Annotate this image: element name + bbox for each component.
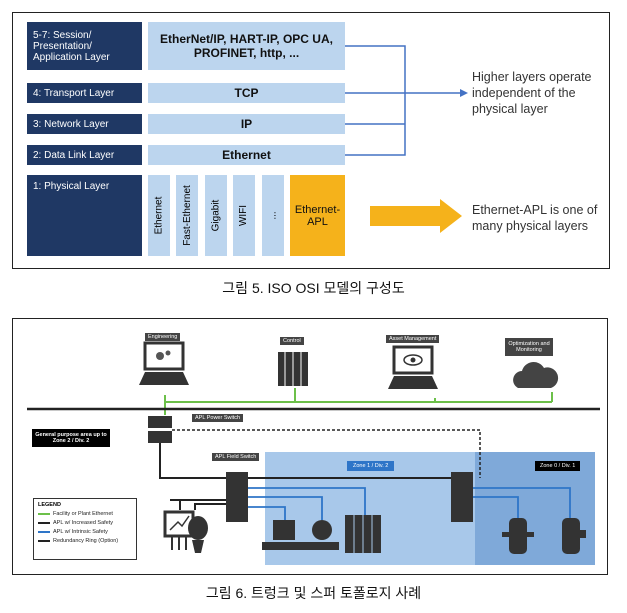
legend-item: Facility or Plant Ethernet — [38, 511, 132, 517]
legend-label: Redundancy Ring (Option) — [53, 538, 119, 544]
label-field-switch: APL Field Switch — [212, 453, 260, 461]
orange-arrow — [370, 199, 462, 233]
protocol-application: EtherNet/IP, HART-IP, OPC UA, PROFINET, … — [148, 22, 345, 70]
layer-label: 5-7: Session/ Presentation/ Application … — [33, 29, 110, 63]
label-control: Control — [280, 337, 304, 345]
note-apl: Ethernet-APL is one of many physical lay… — [472, 203, 598, 233]
protocol-label: EtherNet/IP, HART-IP, OPC UA, PROFINET, … — [160, 32, 333, 60]
layer-transport: 4: Transport Layer — [27, 83, 142, 103]
layer-datalink: 2: Data Link Layer — [27, 145, 142, 165]
legend-title: LEGEND — [38, 502, 61, 508]
label-power-switch: APL Power Switch — [192, 414, 244, 422]
layer-label: 3: Network Layer — [33, 118, 109, 130]
legend-item: APL w/ Intrinsic Safety — [38, 529, 132, 535]
protocol-label: TCP — [234, 86, 259, 100]
arrow-head — [460, 89, 468, 97]
bracket-arrows — [345, 45, 468, 233]
phy-label: Ethernet-APL — [294, 203, 341, 228]
legend-item: Redundancy Ring (Option) — [38, 538, 132, 544]
label-zone0: Zone 0 / Div. 1 — [535, 461, 581, 471]
protocol-ethernet: Ethernet — [148, 145, 345, 165]
phy-fast-ethernet: Fast-Ethernet — [176, 175, 198, 256]
general-purpose-area: General purpose area up to Zone 2 / Div.… — [32, 429, 110, 447]
protocol-tcp: TCP — [148, 83, 345, 103]
layer-application: 5-7: Session/ Presentation/ Application … — [27, 22, 142, 70]
protocol-label: IP — [240, 117, 253, 131]
phy-gigabit: Gigabit — [205, 175, 227, 256]
legend-item: APL w/ Increased Safety — [38, 520, 132, 526]
label-optimization: Optimization and Monitoring — [505, 338, 553, 356]
phy-wifi: WIFI — [233, 175, 255, 256]
legend-label: Facility or Plant Ethernet — [53, 511, 113, 517]
note-higher-layers: Higher layers operate independent of the… — [472, 70, 592, 116]
layer-network: 3: Network Layer — [27, 114, 142, 134]
label-asset-management: Asset Management — [386, 335, 440, 343]
layer-label: 1: Physical Layer — [33, 181, 110, 192]
protocol-label: Ethernet — [222, 148, 271, 162]
phy-more: ... — [262, 175, 284, 256]
legend: LEGEND Facility or Plant Ethernet APL w/… — [33, 498, 137, 560]
layer-physical: 1: Physical Layer — [27, 175, 142, 256]
phy-ethernet: Ethernet — [148, 175, 170, 256]
layer-label: 4: Transport Layer — [33, 87, 115, 99]
legend-label: APL w/ Increased Safety — [53, 520, 114, 526]
layer-label: 2: Data Link Layer — [33, 149, 115, 161]
label-zone1: Zone 1 / Div. 2 — [347, 461, 395, 471]
caption-figure5: 그림 5. ISO OSI 모델의 구성도 — [222, 280, 405, 296]
caption-figure6: 그림 6. 트렁크 및 스퍼 토폴로지 사례 — [205, 585, 422, 601]
protocol-ip: IP — [148, 114, 345, 134]
label-engineering: Engineering — [145, 333, 181, 341]
legend-label: APL w/ Intrinsic Safety — [53, 529, 108, 535]
phy-ethernet-apl: Ethernet-APL — [290, 175, 345, 256]
